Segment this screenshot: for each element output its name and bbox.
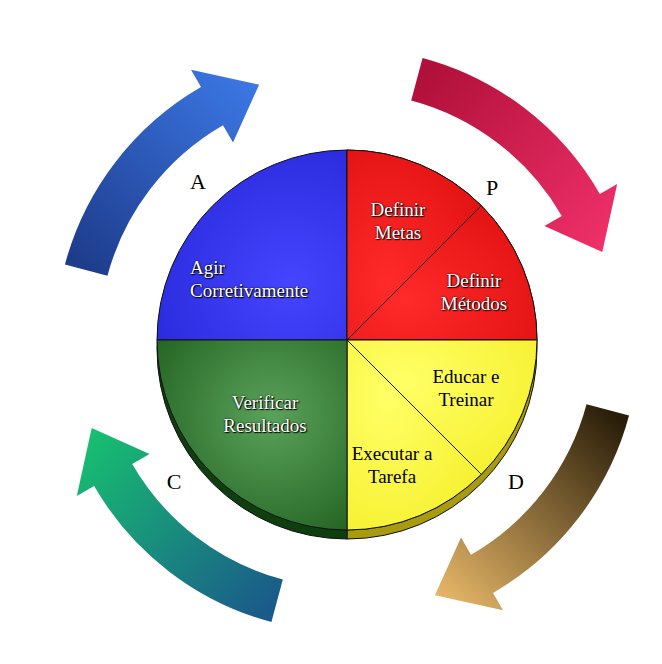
phase-letter: P bbox=[486, 175, 498, 201]
label-holder: Definir Metas bbox=[371, 199, 426, 245]
label-holder: Educar e Treinar bbox=[427, 366, 505, 412]
label-holder: D bbox=[508, 469, 524, 495]
sector-shape bbox=[347, 340, 537, 530]
step-label: Verificar Resultados bbox=[223, 392, 306, 438]
label-holder: Definir Métodos bbox=[441, 270, 508, 316]
label-holder: Agir Corretivamente bbox=[190, 257, 308, 303]
act-quadrant: A Agir Corretivamente bbox=[157, 150, 347, 340]
step-label: Educar e Treinar bbox=[427, 366, 505, 412]
sector-fill bbox=[347, 340, 537, 530]
label-holder: P bbox=[486, 175, 498, 201]
phase-letter: A bbox=[190, 169, 206, 195]
check-quadrant: C Verificar Resultados bbox=[157, 340, 347, 530]
phase-letter: C bbox=[167, 469, 182, 495]
cycle-arrows bbox=[65, 58, 629, 622]
phase-letter: D bbox=[508, 469, 524, 495]
sector-fill bbox=[347, 206, 537, 340]
plan-quadrant: P Definir MetasDefinir Métodos bbox=[347, 150, 537, 340]
label-holder: Verificar Resultados bbox=[223, 392, 306, 438]
sector-fill bbox=[157, 340, 347, 530]
label-holder: C bbox=[167, 469, 182, 495]
step-label: Executar a Tarefa bbox=[346, 443, 438, 489]
do-step-sector: Executar a Tarefa bbox=[347, 340, 537, 530]
do-quadrant: D Educar e TreinarExecutar a Tarefa bbox=[347, 340, 537, 530]
step-label: Agir Corretivamente bbox=[190, 257, 308, 303]
label-holder: Executar a Tarefa bbox=[346, 443, 438, 489]
sector-shape bbox=[157, 150, 347, 340]
step-label: Definir Métodos bbox=[441, 270, 508, 316]
sector-fill bbox=[157, 150, 347, 340]
label-holder: A bbox=[190, 169, 206, 195]
sector-fill bbox=[347, 340, 481, 530]
sector-fill bbox=[347, 150, 537, 340]
plan-step-sector: Definir Métodos bbox=[347, 150, 537, 340]
step-label: Definir Metas bbox=[371, 199, 426, 245]
